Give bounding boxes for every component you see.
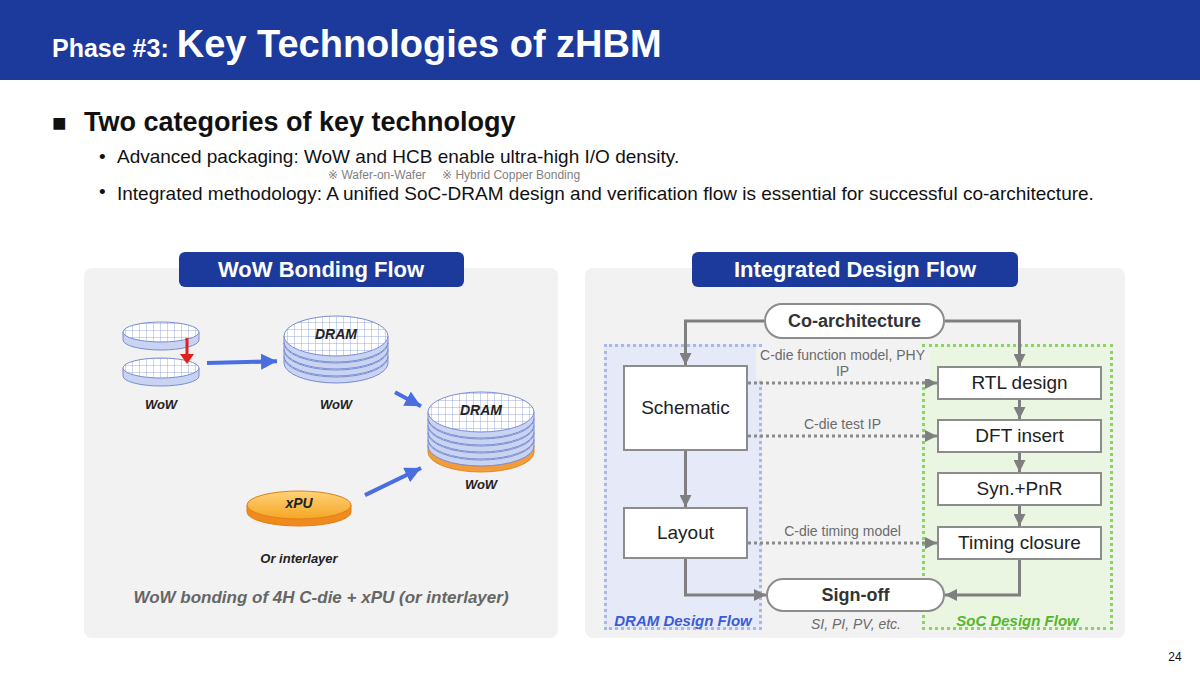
box-label: Schematic: [641, 397, 730, 419]
box-label: Sign-off: [822, 585, 890, 606]
footnote: ※ Hybrid Copper Bonding: [442, 168, 580, 182]
process-box: Timing closure: [937, 526, 1102, 560]
process-box: Syn.+PnR: [937, 472, 1102, 506]
flow-arrow: [684, 451, 687, 507]
wafer-caption: WoW: [270, 397, 402, 412]
edge-label: C-die test IP: [802, 416, 883, 432]
flow-arrow: [686, 321, 765, 365]
process-box: Schematic: [623, 365, 748, 451]
wafer-illustration: [424, 386, 538, 492]
box-label: Syn.+PnR: [976, 478, 1062, 500]
panel-heading: Integrated Design Flow: [692, 252, 1018, 287]
handoff-arrow: [748, 382, 937, 385]
box-label: Layout: [657, 522, 714, 544]
bond-arrow-head: [180, 354, 194, 364]
xpu-wafer: xPUOr interlayer: [236, 488, 362, 566]
wafer-name: xPU: [226, 495, 372, 511]
handoff-arrow: [748, 435, 937, 438]
bullet: •: [99, 146, 106, 168]
flow-arrow: [945, 560, 1020, 595]
bonded-wafer-stack: DRAMWoW: [424, 386, 538, 492]
box-label: Timing closure: [958, 532, 1081, 554]
flow-arrow: [365, 468, 421, 495]
page-number: 24: [1160, 650, 1190, 664]
header-title-row: Phase #3:Key Technologies of zHBM: [52, 14, 662, 74]
flow-arrow: [686, 559, 767, 595]
flow-arrow: [945, 321, 1020, 366]
phase-label: Phase #3:: [52, 18, 169, 78]
wafer-caption: Or interlayer: [226, 551, 372, 566]
wafer-caption: WoW: [414, 477, 548, 492]
edge-label: C-die function model, PHY IP: [756, 347, 930, 379]
flow-panel: WoW Bonding FlowWoW bonding of 4H C-die …: [84, 268, 558, 638]
wafer-illustration: [280, 308, 392, 412]
flow-arrow: [1018, 453, 1021, 472]
panel-heading: WoW Bonding Flow: [179, 252, 464, 287]
process-pill: Sign-off: [766, 578, 945, 612]
box-label: RTL design: [971, 372, 1067, 394]
section-heading: Two categories of key technology: [84, 106, 516, 138]
wafer-name: DRAM: [414, 402, 548, 418]
process-box: DFT insert: [937, 419, 1102, 453]
panel-caption: WoW bonding of 4H C-die + xPU (or interl…: [84, 588, 558, 608]
flow-arrow: [207, 361, 277, 363]
box-label: Co-architecture: [788, 311, 921, 332]
slide-title: Key Technologies of zHBM: [177, 14, 662, 74]
flow-arrow: [1018, 400, 1021, 419]
soc-flow-region: SoC Design Flow RTL designDFT insertSyn.+…: [922, 344, 1113, 630]
dram-wafer-stack: DRAMWoW: [280, 308, 392, 412]
bullet-text: Integrated methodology: A unified SoC-DR…: [117, 181, 1127, 206]
wafer-pair: WoW: [118, 316, 204, 412]
edge-label: C-die timing model: [782, 523, 903, 539]
process-box: RTL design: [937, 366, 1102, 400]
bullet-text: Advanced packaging: WoW and HCB enable u…: [117, 146, 1167, 168]
dram-flow-region: DRAM Design Flow SchematicLayout: [604, 344, 762, 630]
wafer-caption: WoW: [108, 397, 214, 412]
flow-arrow: [1018, 506, 1021, 526]
flow-panel: Integrated Design FlowDRAM Design FlowSc…: [585, 268, 1125, 638]
process-pill: Co-architecture: [764, 303, 945, 339]
square-bullet: ■: [52, 109, 67, 137]
box-label: DFT insert: [975, 425, 1063, 447]
bond-arrow: [186, 338, 189, 356]
flow-arrow: [395, 392, 421, 406]
region-label: DRAM Design Flow: [604, 612, 762, 629]
process-box: Layout: [623, 507, 748, 559]
bullet: •: [99, 181, 106, 203]
wafer-name: DRAM: [270, 326, 402, 342]
handoff-arrow: [748, 542, 937, 545]
footnote: ※ Wafer-on-Wafer: [328, 168, 426, 182]
region-label: SoC Design Flow: [922, 612, 1113, 629]
signoff-note: SI, PI, PV, etc.: [776, 616, 936, 633]
